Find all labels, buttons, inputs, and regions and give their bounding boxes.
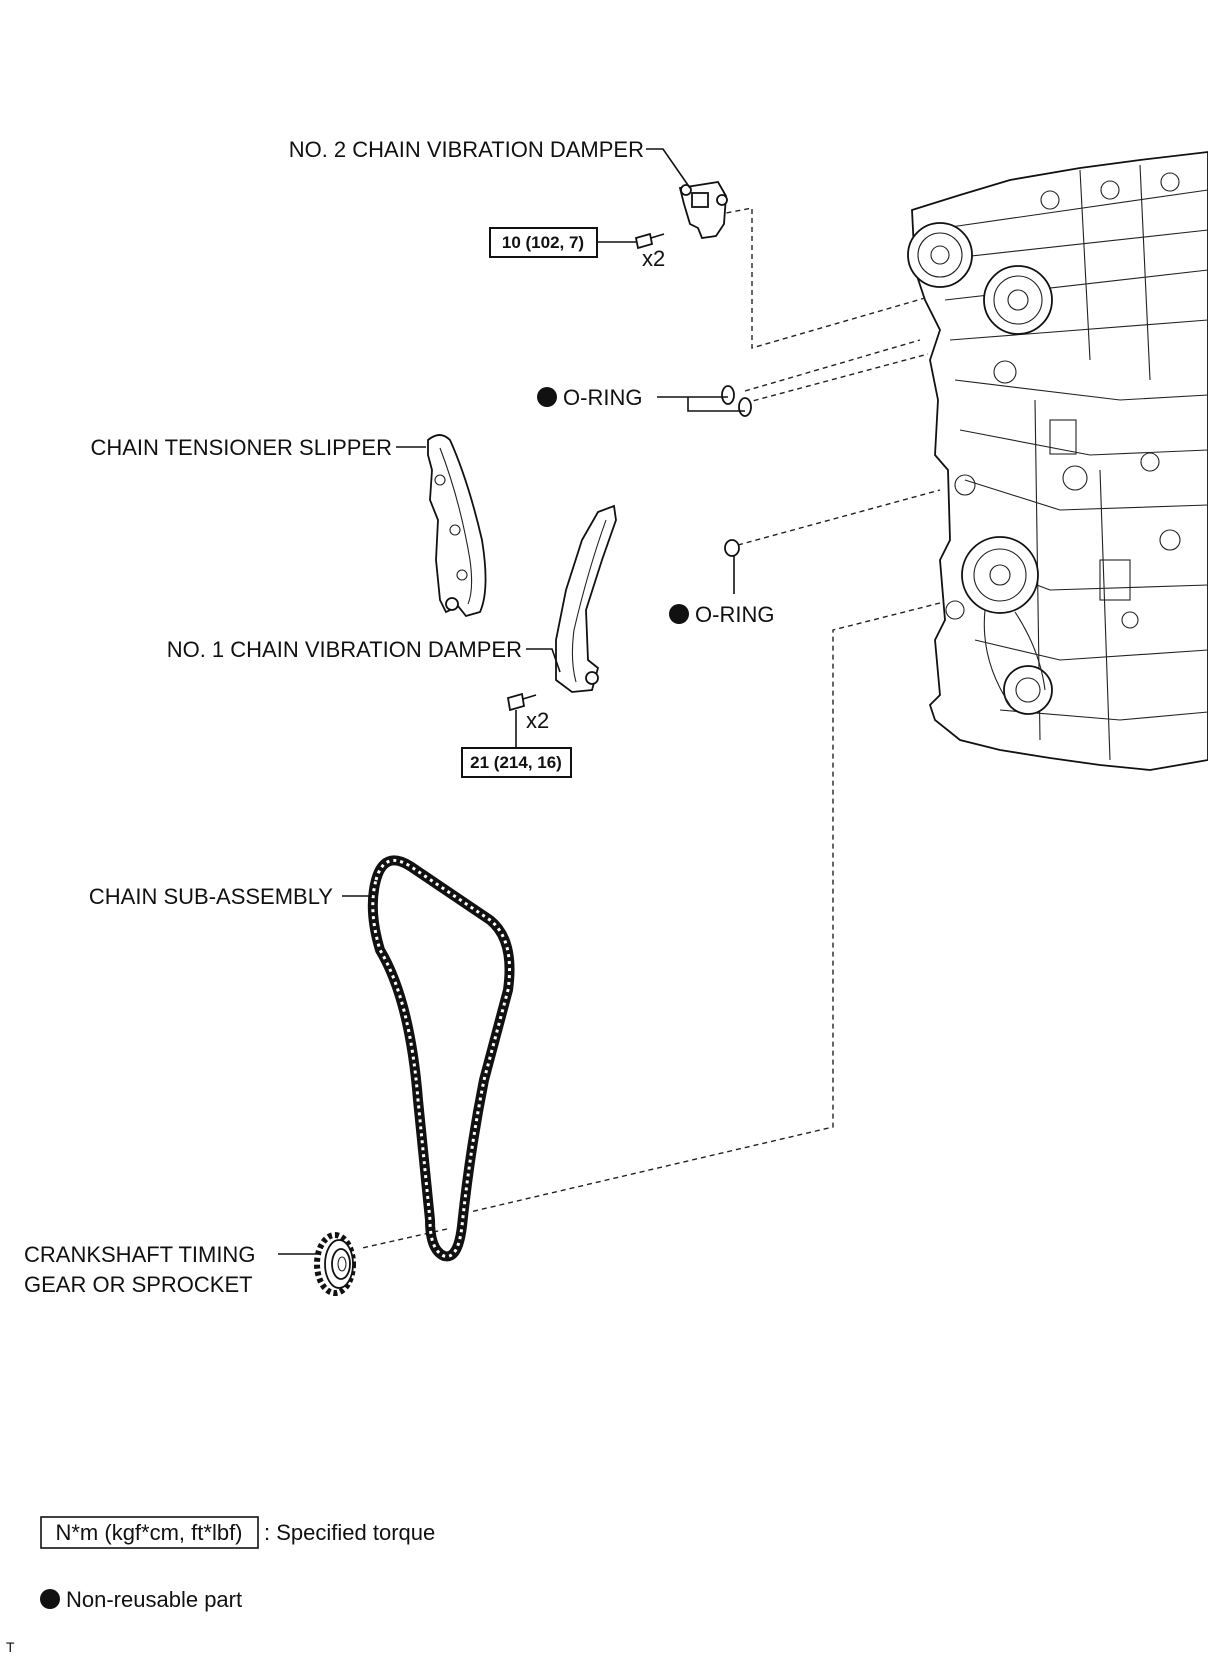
legend-nonreusable-icon bbox=[40, 1589, 60, 1609]
crankshaft-timing-gear bbox=[314, 1232, 356, 1296]
chain-sub-label: CHAIN SUB-ASSEMBLY bbox=[89, 884, 333, 909]
nonreusable-mark-icon bbox=[669, 604, 689, 624]
no2-qty-label: x2 bbox=[642, 246, 665, 271]
legend-torque-description: : Specified torque bbox=[264, 1520, 435, 1545]
legend-nonreusable-description: Non-reusable part bbox=[66, 1587, 242, 1612]
no2-damper-label: NO. 2 CHAIN VIBRATION DAMPER bbox=[289, 137, 644, 162]
assembly-guide-lines bbox=[361, 207, 941, 1249]
no1-torque-value: 21 (214, 16) bbox=[470, 753, 562, 772]
no1-chain-vibration-damper bbox=[555, 504, 617, 693]
oring-top-label: O-RING bbox=[563, 385, 642, 410]
chain-sub-assembly bbox=[367, 855, 515, 1262]
oring-mid-part bbox=[724, 539, 740, 557]
no1-damper-bolt bbox=[506, 692, 537, 712]
oring-top-parts bbox=[721, 385, 752, 417]
nonreusable-mark-icon bbox=[537, 387, 557, 407]
legend-torque-box bbox=[40, 1516, 259, 1549]
chain-tensioner-slipper bbox=[427, 434, 487, 618]
no2-damper-leader bbox=[646, 148, 691, 189]
no2-damper-bolt bbox=[634, 232, 665, 250]
no2-chain-vibration-damper bbox=[678, 181, 728, 239]
engine-block-illustration bbox=[907, 151, 1208, 771]
no1-damper-leader bbox=[526, 648, 561, 673]
crank-gear-label-line1: CRANKSHAFT TIMING bbox=[24, 1242, 255, 1267]
no2-torque-box bbox=[489, 227, 598, 258]
legend-torque-units: N*m (kgf*cm, ft*lbf) bbox=[55, 1520, 242, 1545]
no1-damper-label: NO. 1 CHAIN VIBRATION DAMPER bbox=[167, 637, 522, 662]
footer-mark: T bbox=[6, 1639, 15, 1655]
no1-torque-box bbox=[461, 747, 572, 778]
oring-mid-label: O-RING bbox=[695, 602, 774, 627]
no1-qty-label: x2 bbox=[526, 708, 549, 733]
legend: N*m (kgf*cm, ft*lbf) : Specified torque … bbox=[40, 1516, 435, 1612]
crank-gear-label-line2: GEAR OR SPROCKET bbox=[24, 1272, 253, 1297]
tensioner-slipper-label: CHAIN TENSIONER SLIPPER bbox=[90, 435, 392, 460]
no2-torque-value: 10 (102, 7) bbox=[502, 233, 584, 252]
oring-top-leader-b bbox=[687, 397, 745, 412]
